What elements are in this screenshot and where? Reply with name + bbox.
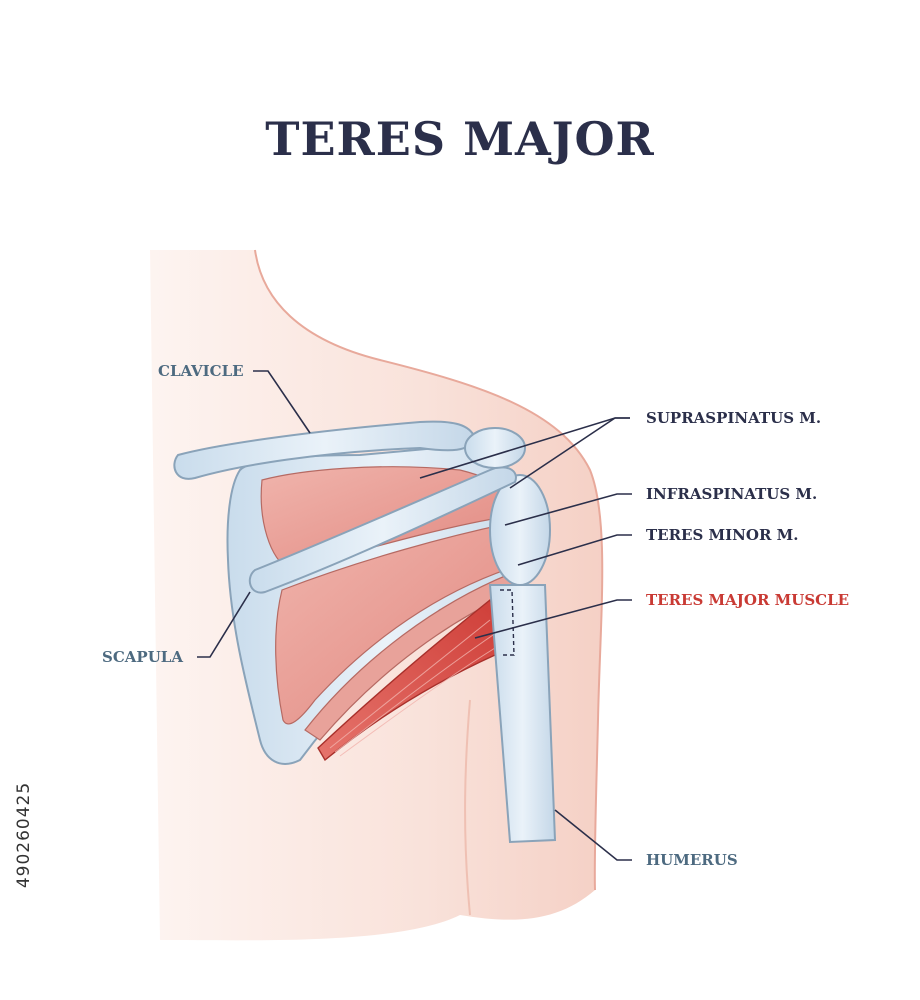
label-scapula: SCAPULA	[102, 648, 183, 666]
label-supraspinatus: SUPRASPINATUS M.	[646, 409, 821, 427]
humerus-bone	[488, 584, 557, 844]
teres-major-fibers	[329, 619, 496, 757]
leader-supraspinatus-b	[509, 417, 630, 489]
label-humerus: HUMERUS	[646, 851, 738, 869]
leader-teres-major	[474, 599, 632, 639]
leader-lines	[197, 370, 632, 861]
page-title: TERES MAJOR	[265, 112, 655, 166]
scapular-spine	[248, 466, 517, 594]
label-infraspinatus: INFRASPINATUS M.	[646, 485, 817, 503]
leader-teres-minor	[517, 534, 632, 566]
label-teres-minor: TERES MINOR M.	[646, 526, 798, 544]
humeral-head	[489, 474, 551, 586]
stock-id: 490260425	[14, 781, 34, 889]
infraspinatus-muscle	[275, 519, 533, 725]
leader-humerus	[554, 809, 632, 861]
label-clavicle: CLAVICLE	[158, 362, 244, 380]
shoulder-outline	[254, 249, 604, 891]
armpit-fold	[464, 699, 471, 916]
leader-scapula	[197, 591, 251, 658]
leader-infraspinatus	[504, 493, 632, 526]
leader-clavicle	[253, 370, 311, 434]
acromion	[464, 427, 526, 469]
stock-id-strip: 490260425	[4, 0, 44, 1000]
clavicle-bone	[173, 420, 477, 480]
teres-major-insertion	[500, 589, 515, 656]
label-teres-major: TERES MAJOR MUSCLE	[646, 591, 849, 609]
